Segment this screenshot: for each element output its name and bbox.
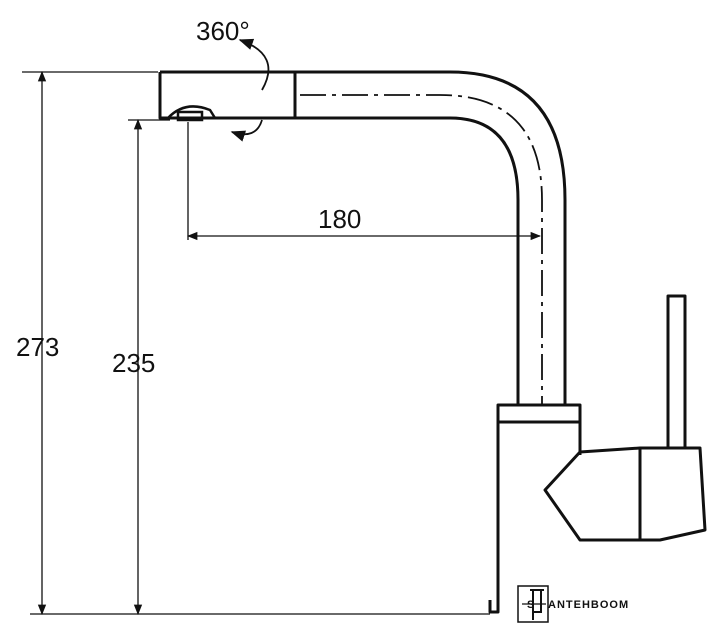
base-collar	[496, 403, 582, 424]
spout-height-label: 235	[112, 348, 155, 378]
lever-handle	[666, 294, 687, 448]
aerator	[167, 105, 217, 122]
spout-top-edge	[160, 70, 567, 405]
rotation-arrow-lower	[230, 119, 263, 142]
spout-bottom-edge	[158, 72, 520, 405]
lever-head	[640, 446, 707, 542]
rotation-label: 360°	[196, 16, 250, 46]
reach-label: 180	[318, 204, 361, 234]
rotation-indicator	[230, 38, 270, 142]
faucet-body	[488, 422, 500, 614]
lever-mount	[543, 446, 642, 542]
spout-centerline	[300, 94, 543, 405]
brand-name: ANTEHBOOM	[548, 599, 629, 611]
brand-logo-letter: S	[527, 599, 535, 611]
faucet-outline	[158, 70, 707, 614]
total-height-label: 273	[16, 332, 59, 362]
rotation-arrow-upper	[238, 38, 270, 91]
logo-mark	[517, 585, 549, 623]
brand-logo: S ANTEHBOOM	[517, 585, 629, 623]
